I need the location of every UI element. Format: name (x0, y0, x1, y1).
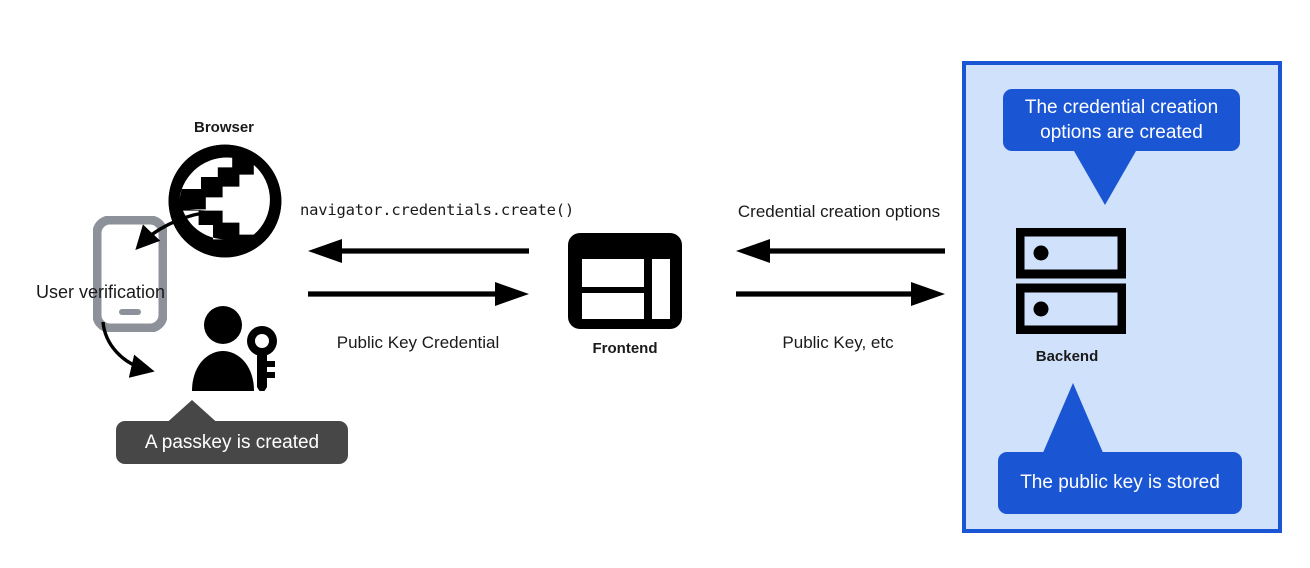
browser-label: Browser (193, 119, 255, 136)
credential-creation-options-callout-tail (1072, 150, 1138, 206)
browser-to-phone-arrow (100, 205, 210, 280)
public-key-stored-callout-text: The public key is stored (1020, 472, 1220, 494)
public-key-stored-callout: The public key is stored (998, 452, 1242, 514)
public-key-credential-label: Public Key Credential (336, 333, 500, 352)
passkey-created-callout: A passkey is created (116, 421, 348, 464)
mobile-phone-icon (93, 216, 167, 332)
user-with-key-icon (188, 305, 284, 391)
frontend-to-backend-publickey-arrow (734, 281, 947, 307)
navigator-credentials-create-label: navigator.credentials.create() (300, 201, 574, 219)
user-verification-label: User verification (36, 282, 166, 302)
frontend-label: Frontend (592, 340, 658, 357)
browser-to-frontend-request-arrow (306, 238, 531, 264)
credential-creation-options-label: Credential creation options (737, 202, 941, 221)
credential-creation-options-callout-text: The credential creation options are crea… (1024, 96, 1219, 143)
browser-window-layout-icon (566, 231, 684, 331)
public-key-etc-label: Public Key, etc (782, 333, 894, 352)
public-key-stored-callout-tail (1040, 382, 1106, 456)
server-rack-icon (1016, 228, 1126, 334)
phone-to-user-arrow (100, 320, 200, 386)
passkey-created-callout-tail (160, 400, 224, 428)
backend-to-frontend-options-arrow (734, 238, 947, 264)
frontend-to-browser-response-arrow (306, 281, 531, 307)
credential-creation-options-callout: The credential creation options are crea… (1003, 89, 1240, 151)
backend-label: Backend (1035, 348, 1099, 365)
passkey-created-callout-text: A passkey is created (144, 431, 320, 453)
globe-icon (165, 141, 285, 261)
